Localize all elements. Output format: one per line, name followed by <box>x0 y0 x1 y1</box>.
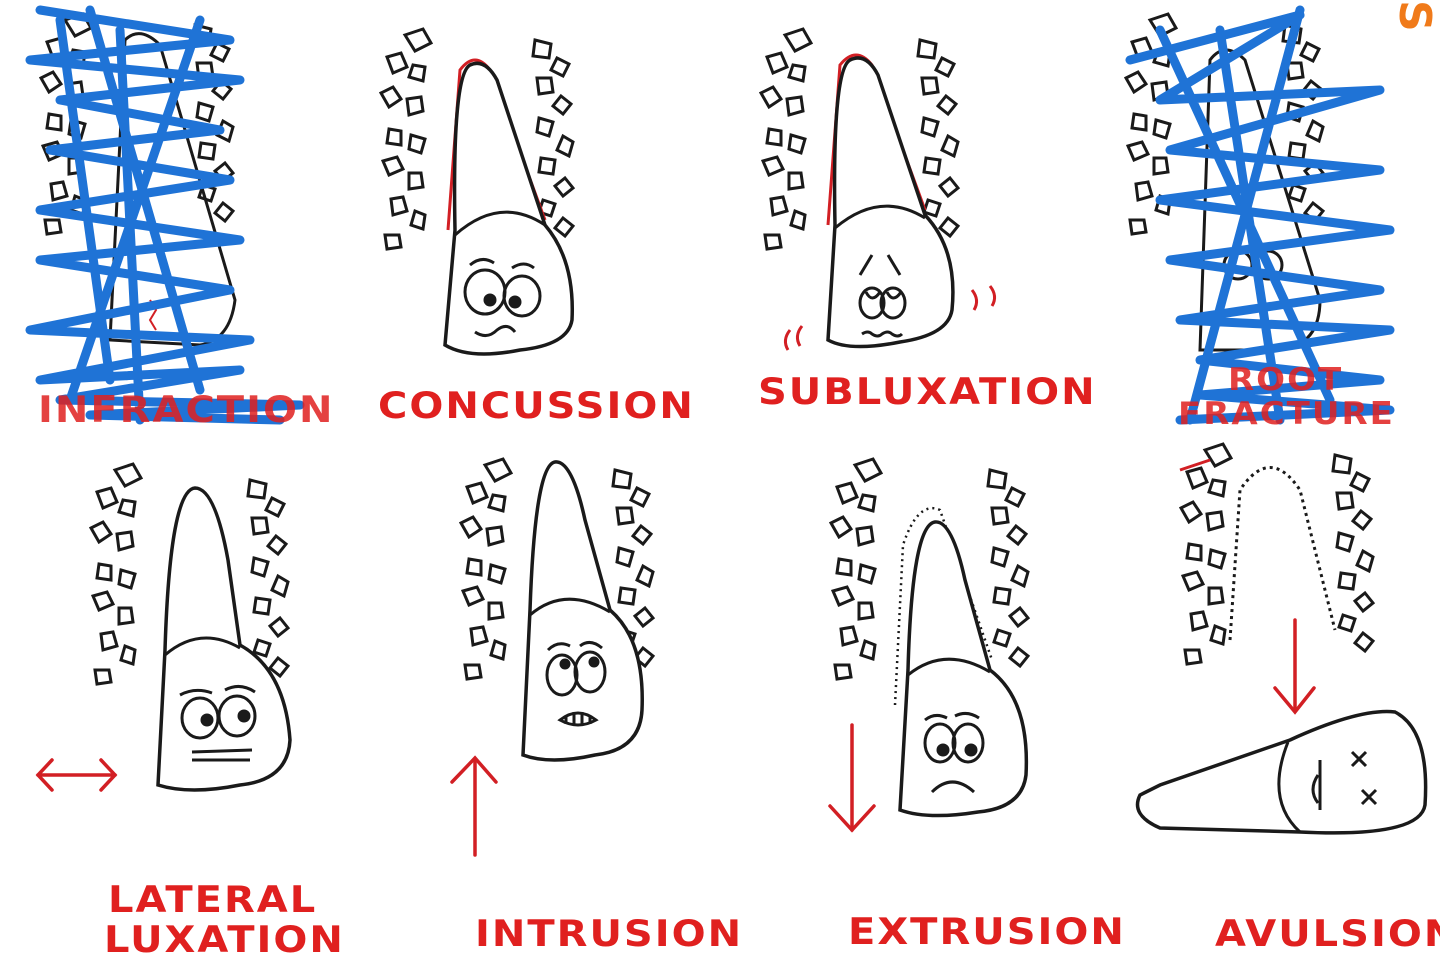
panel-infraction <box>25 5 305 425</box>
label-infraction: INFRACTION <box>38 388 335 432</box>
arrow-down <box>1273 618 1316 715</box>
crown-line <box>1277 741 1302 834</box>
empty-socket <box>1228 466 1337 641</box>
face-dizzy <box>463 258 542 337</box>
scribble-overlay <box>1125 5 1395 425</box>
panel-lateral-luxation <box>35 462 292 792</box>
label-intrusion: INTRUSION <box>475 912 744 956</box>
arrow-horizontal-double <box>35 758 118 792</box>
bone-socket <box>1179 442 1375 666</box>
tooth-lying <box>1135 709 1428 835</box>
scribble-overlay <box>25 5 305 425</box>
panel-concussion <box>379 27 575 356</box>
label-root-fracture-line1: ROOT <box>1228 361 1344 399</box>
crown-line <box>164 636 241 657</box>
panel-intrusion <box>450 457 655 857</box>
crown-line <box>529 597 611 617</box>
label-lateral-luxation-line1: LATERAL <box>108 878 318 922</box>
face-tense <box>179 685 257 762</box>
tooth-outline <box>443 61 575 356</box>
arrow-down <box>828 723 876 833</box>
panel-avulsion <box>1135 442 1428 835</box>
face-knocked-out <box>1311 750 1378 810</box>
crown-line <box>907 657 991 677</box>
label-lateral-luxation-line2: LUXATION <box>104 918 345 961</box>
face-sad <box>923 711 985 794</box>
socket-outline <box>893 507 994 706</box>
arrow-up <box>450 755 498 857</box>
panel-subluxation <box>759 27 997 351</box>
crown-line <box>454 210 546 237</box>
label-root-fracture-line2: FRACTURE <box>1178 395 1395 433</box>
panel-root-fracture <box>1124 5 1395 425</box>
face-scared <box>545 641 607 727</box>
ligament-red <box>1179 458 1211 472</box>
corner-text: S <box>1389 0 1440 32</box>
tooth-outline <box>156 486 292 792</box>
label-concussion: CONCUSSION <box>378 384 695 428</box>
label-avulsion: AVULSION <box>1215 912 1440 956</box>
label-extrusion: EXTRUSION <box>848 910 1126 954</box>
face-wobbly <box>858 254 907 338</box>
shake-marks <box>783 285 997 351</box>
label-subluxation: SUBLUXATION <box>758 370 1097 414</box>
tooth-outline <box>521 460 644 762</box>
crown-line <box>834 204 926 230</box>
tooth-outline <box>898 520 1029 818</box>
panel-extrusion <box>828 457 1030 833</box>
